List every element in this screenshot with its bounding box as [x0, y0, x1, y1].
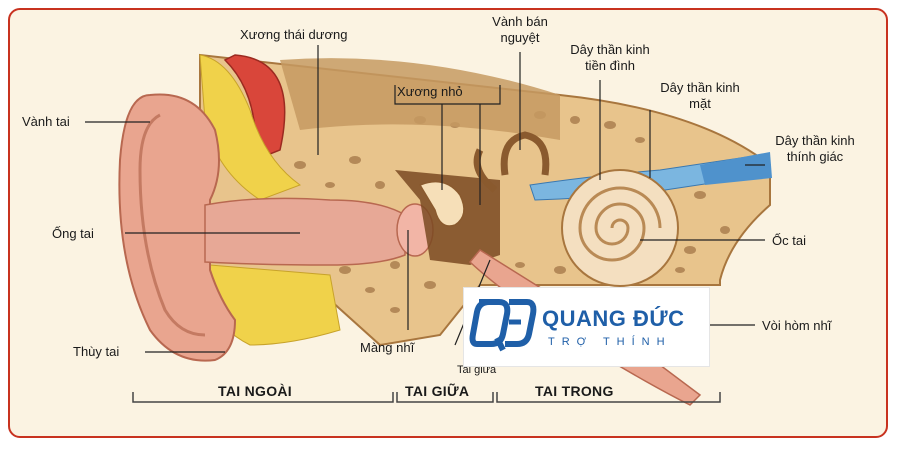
logo-mark-icon [469, 299, 537, 352]
label-ong-tai: Ống tai [52, 226, 94, 241]
section-brackets [132, 392, 721, 403]
cochlea [561, 169, 679, 287]
label-vanh-tai: Vành tai [22, 114, 70, 129]
label-tai-giua-small: Tai giữa [457, 364, 497, 376]
logo-tagline: TRỢ THÍNH [548, 336, 672, 348]
label-day-tien-dinh: Dây thần kinh tiền đình [570, 42, 650, 73]
section-tai-giua: TAI GIỮA [405, 383, 470, 399]
label-vanh-ban-nguyet: Vành bán nguyệt [492, 14, 548, 45]
skull-band [280, 58, 560, 140]
semicircular-canals [473, 131, 550, 193]
section-tai-trong: TAI TRONG [535, 383, 614, 399]
brand-logo: QUANG ĐỨC TRỢ THÍNH [463, 287, 710, 367]
auditory-nerve-end [700, 152, 772, 185]
section-tai-ngoai: TAI NGOÀI [218, 383, 292, 399]
label-thuy-tai: Thùy tai [73, 344, 120, 359]
label-xuong-nho: Xương nhỏ [397, 84, 463, 99]
pinna [118, 93, 237, 362]
ear-canal-shape [204, 197, 406, 266]
label-day-mat: Dây thần kinh mặt [660, 80, 740, 111]
label-voi-hom-nhi: Vòi hòm nhĩ [762, 318, 832, 333]
pinna-rim [138, 113, 206, 337]
ossicles [418, 180, 465, 227]
label-day-thinh-giac: Dây thần kinh thính giác [775, 133, 855, 164]
leader-lines [85, 45, 765, 353]
label-oc-tai: Ốc tai [772, 233, 806, 248]
logo-brand-name: QUANG ĐỨC [542, 306, 685, 331]
label-xuong-thai-duong: Xương thái dương [240, 27, 348, 42]
label-mang-nhi: Màng nhĩ [360, 340, 415, 355]
